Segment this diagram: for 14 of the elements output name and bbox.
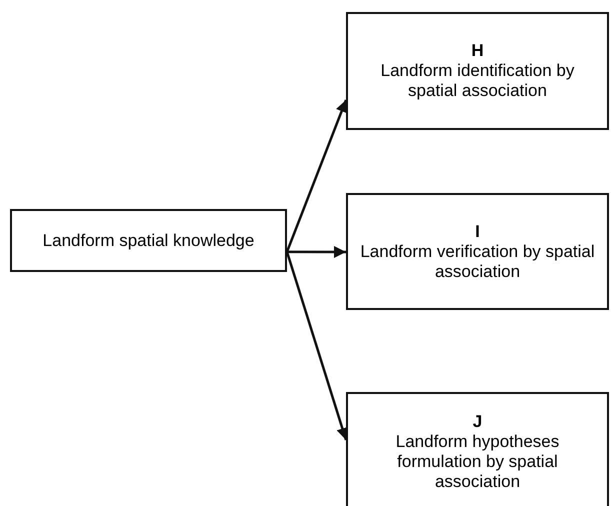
box-heading: H	[471, 41, 484, 61]
box-label: Landform identification by spatial association	[380, 61, 576, 101]
arrow	[286, 251, 348, 440]
box-heading: I	[475, 222, 480, 242]
arrow	[287, 246, 346, 258]
process-box	[346, 193, 609, 310]
box-heading: J	[472, 412, 482, 432]
arrow	[286, 100, 348, 252]
box-label: Landform hypotheses formulation by spatial association	[394, 432, 560, 492]
box-label: Landform spatial knowledge	[42, 230, 254, 250]
box-label: Landform verification by spatial association	[359, 242, 596, 282]
process-box	[346, 392, 609, 506]
process-box	[10, 209, 287, 272]
process-box	[346, 12, 609, 130]
